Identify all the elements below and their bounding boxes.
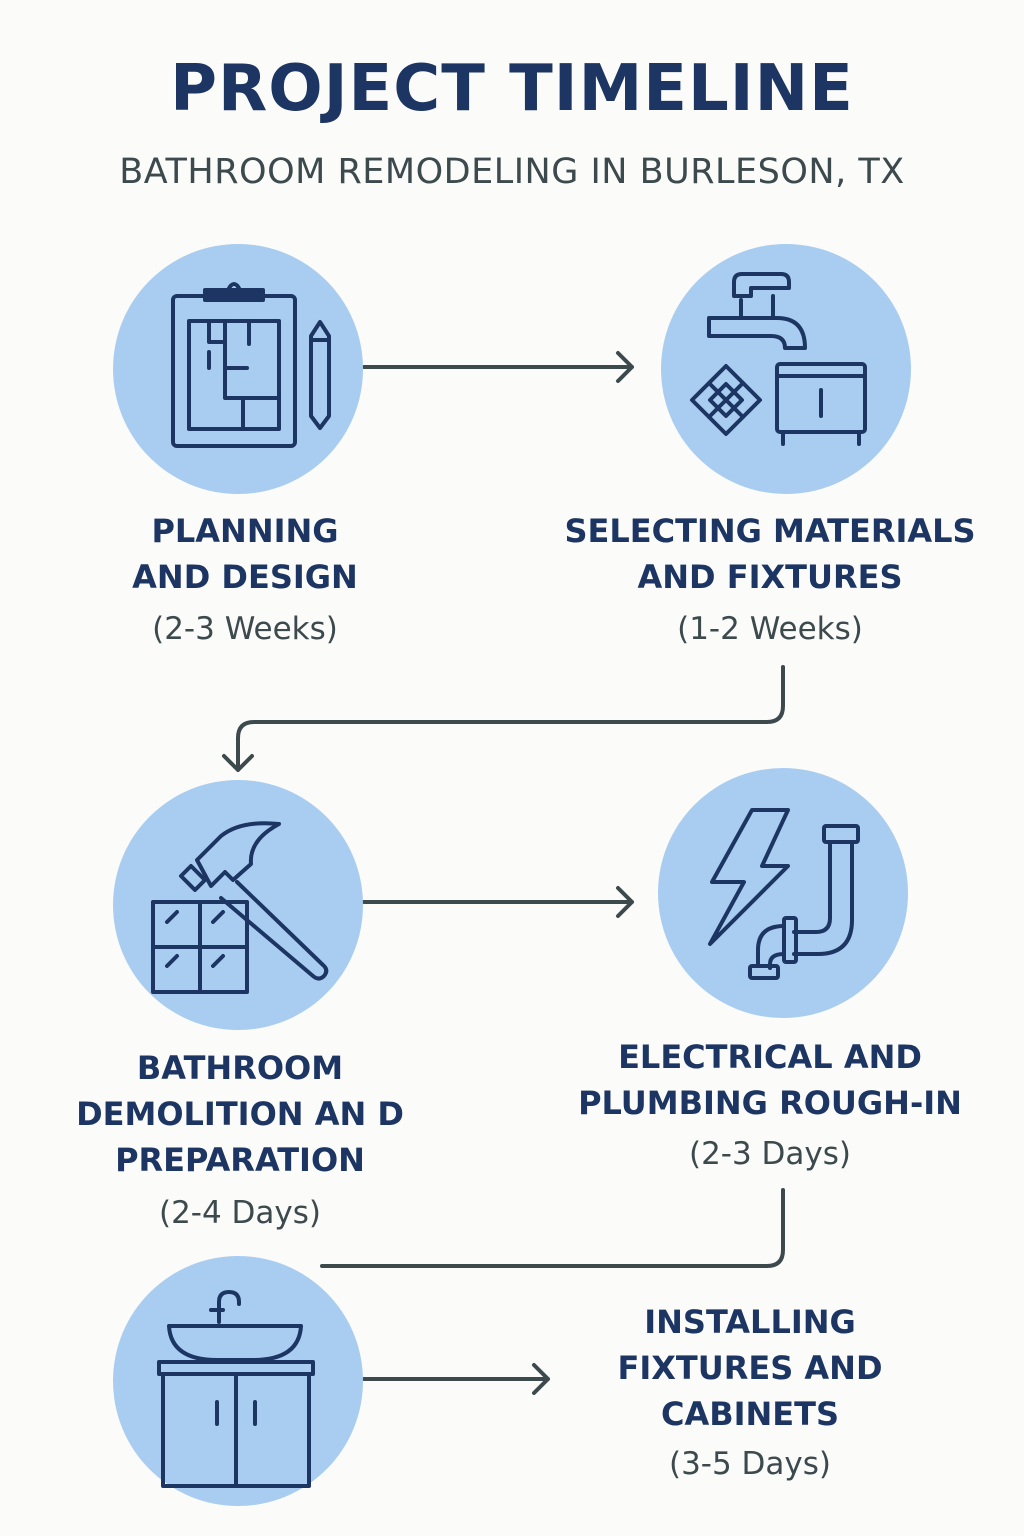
step-label-planning: PLANNING AND DESIGN xyxy=(60,508,430,600)
step-label-line: BATHROOM xyxy=(136,1049,344,1087)
step-label-line: DEMOLITION AN D xyxy=(76,1095,404,1133)
step-circle-materials xyxy=(661,244,911,494)
step-circle-installing xyxy=(113,1256,363,1506)
step-label-line: CABINETS xyxy=(660,1395,840,1433)
step-label-line: AND DESIGN xyxy=(132,558,358,596)
step-duration-rough-in: (2-3 Days) xyxy=(688,1136,852,1172)
step-label-line: ELECTRICAL AND xyxy=(618,1038,922,1076)
step-label-rough-in: ELECTRICAL AND PLUMBING ROUGH-IN xyxy=(530,1034,1010,1126)
floor-plan-clipboard-icon xyxy=(171,282,331,448)
step-label-line: AND FIXTURES xyxy=(637,558,903,596)
step-label-line: SELECTING MATERIALS xyxy=(564,512,976,550)
step-duration-materials: (1-2 Weeks) xyxy=(677,611,863,647)
step-label-materials: SELECTING MATERIALS AND FIXTURES xyxy=(530,508,1010,600)
step-duration-planning: (2-3 Weeks) xyxy=(152,611,338,647)
step-circle-planning xyxy=(113,244,363,494)
page-title: PROJECT TIMELINE xyxy=(170,52,854,126)
page-subtitle: BATHROOM REMODELING IN BURLESON, TX xyxy=(119,152,905,192)
faucet-tile-vanity-icon xyxy=(690,272,867,446)
arrow-demolition-to-rough-in xyxy=(362,886,634,918)
arrow-rough-in-to-installing xyxy=(320,1188,785,1268)
step-label-line: FIXTURES AND xyxy=(617,1349,883,1387)
sink-cabinet-icon xyxy=(157,1290,315,1488)
step-label-line: PLANNING xyxy=(151,512,339,550)
step-label-demolition: BATHROOM DEMOLITION AN D PREPARATION xyxy=(40,1045,440,1183)
step-duration-demolition: (2-4 Days) xyxy=(158,1195,322,1231)
step-circle-demolition xyxy=(113,780,363,1030)
step-label-line: INSTALLING xyxy=(644,1303,856,1341)
arrow-planning-to-materials xyxy=(362,351,634,383)
step-circle-rough-in xyxy=(658,768,908,1018)
step-duration-installing: (3-5 Days) xyxy=(668,1446,832,1482)
step-label-line: PREPARATION xyxy=(115,1141,365,1179)
arrow-materials-to-demolition xyxy=(222,665,785,772)
hammer-tile-icon xyxy=(151,821,329,994)
step-label-line: PLUMBING ROUGH-IN xyxy=(578,1084,962,1122)
step-label-installing: INSTALLING FIXTURES AND CABINETS xyxy=(560,1299,940,1437)
lightning-pipe-icon xyxy=(708,808,860,980)
arrow-installing-to-label xyxy=(362,1363,550,1395)
